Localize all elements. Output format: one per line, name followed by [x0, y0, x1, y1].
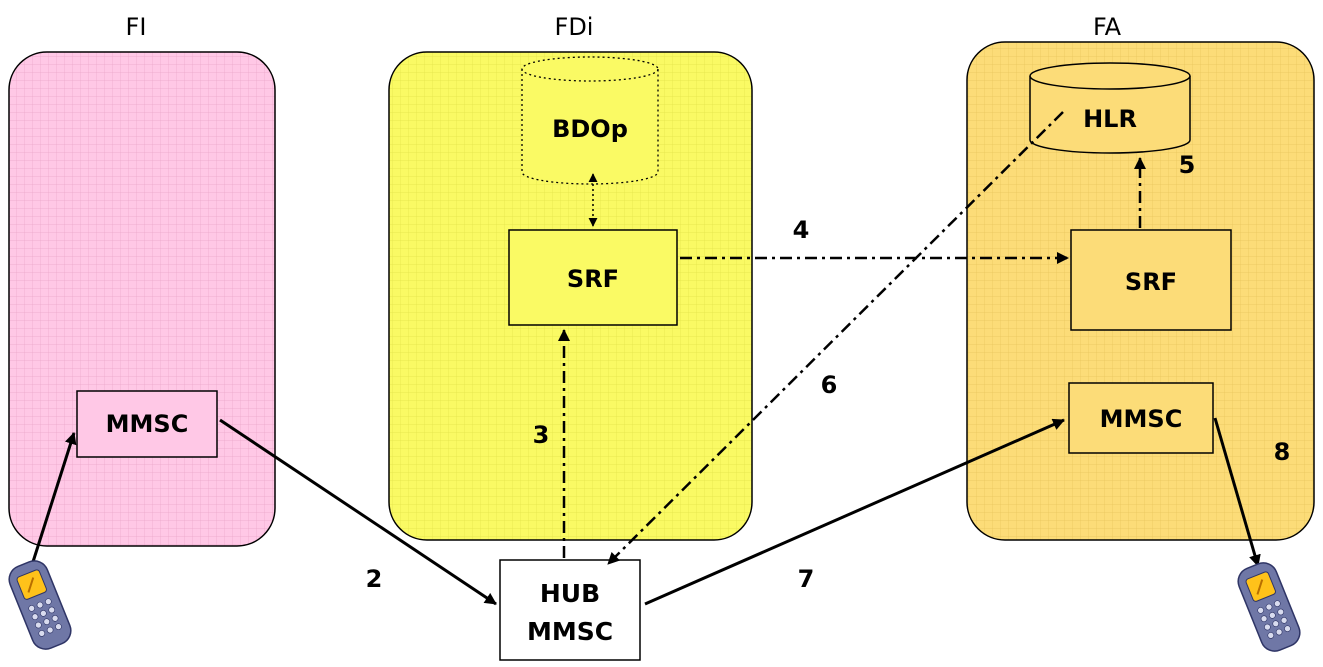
step-7-label: 7 — [798, 565, 815, 593]
arrow-step2 — [219, 418, 497, 606]
step-2-label: 2 — [366, 565, 383, 593]
fa-srf-label: SRF — [1125, 268, 1177, 296]
zone-fi-title: FI — [126, 13, 147, 41]
arrow-step1 — [30, 432, 77, 566]
fa-mmsc-box: MMSC — [1068, 382, 1214, 454]
fi-mmsc-box: MMSC — [76, 390, 218, 458]
arrow-step8 — [1213, 417, 1261, 567]
step-4-label: 4 — [793, 216, 810, 244]
zone-fdi-title: FDi — [555, 13, 594, 41]
fa-srf-box: SRF — [1070, 229, 1232, 331]
hub-mmsc-box: HUB MMSC — [499, 559, 641, 661]
step-5-label: 5 — [1179, 151, 1196, 179]
step-8-label: 8 — [1274, 438, 1291, 466]
hub-label-line1: HUB — [540, 579, 600, 608]
bdop-database: BDOp — [521, 56, 659, 185]
receiver-phone-icon — [1237, 562, 1301, 652]
hub-label-line2: MMSC — [527, 617, 613, 646]
zone-fa-title: FA — [1093, 13, 1122, 41]
arrow-step6 — [607, 111, 1064, 565]
fdi-srf-box: SRF — [508, 229, 678, 326]
zone-fi-panel — [8, 51, 276, 547]
hlr-label: HLR — [1083, 105, 1137, 133]
step-6-label: 6 — [821, 371, 838, 399]
fi-mmsc-label: MMSC — [106, 410, 189, 438]
fa-mmsc-label: MMSC — [1100, 405, 1183, 433]
bdop-label: BDOp — [552, 115, 628, 143]
zone-fi: FI — [8, 13, 276, 547]
sender-phone-icon — [8, 560, 72, 650]
arrow-step7 — [644, 418, 1065, 606]
hlr-database: HLR — [1029, 62, 1191, 154]
step-3-label: 3 — [533, 421, 550, 449]
fdi-srf-label: SRF — [567, 265, 619, 293]
